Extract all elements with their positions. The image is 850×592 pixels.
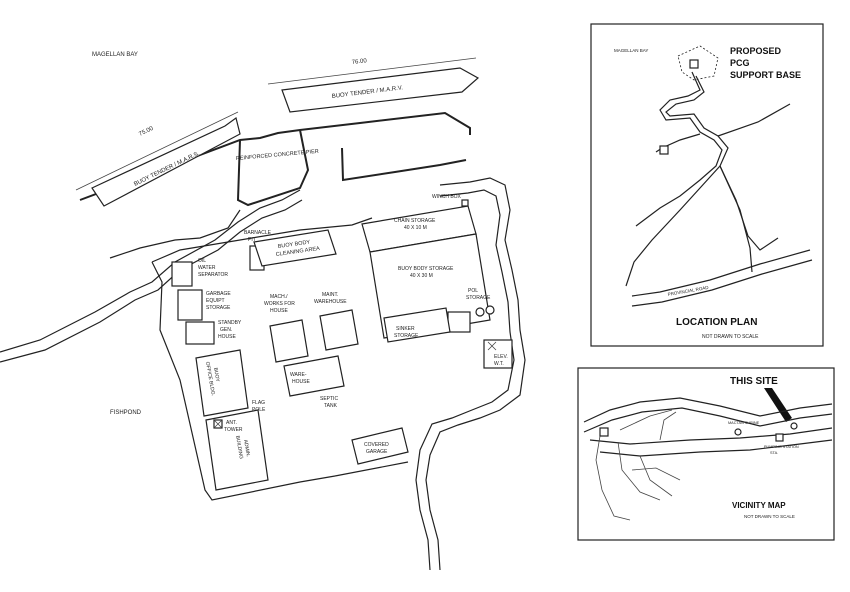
vicinity-map-inset: THIS SITE MACTAN SHRINE PUMPING STATION … bbox=[577, 367, 835, 541]
mach-label-3: HOUSE bbox=[270, 308, 288, 314]
maint-label-2: WAREHOUSE bbox=[314, 299, 347, 305]
this-site-label: THIS SITE bbox=[730, 376, 778, 387]
dimension-pier-left: 75.00 bbox=[138, 126, 155, 138]
location-plan-caption: LOCATION PLAN bbox=[676, 317, 757, 328]
warehouse-label-2: HOUSE bbox=[292, 379, 310, 385]
warehouse bbox=[283, 355, 345, 397]
location-plan-frame bbox=[590, 23, 824, 347]
oil-label-3: SEPARATOR bbox=[198, 272, 228, 278]
vicinity-landmark-2: PUMPING STATION bbox=[764, 445, 799, 449]
chain-label-2: 40 X 10 M bbox=[404, 225, 427, 231]
chain-label-1: CHAIN STORAGE bbox=[394, 218, 436, 224]
elev-label-1: ELEV. bbox=[494, 354, 508, 360]
standby-label-2: GEN. bbox=[220, 327, 232, 333]
flag-label-1: FLAG bbox=[252, 400, 265, 406]
septic-label-2: TANK bbox=[324, 403, 338, 409]
fishpond-label: FISHPOND bbox=[110, 410, 142, 416]
maint-warehouse bbox=[319, 309, 359, 351]
garbage-label-3: STORAGE bbox=[206, 305, 231, 311]
machine-works-house bbox=[269, 319, 309, 363]
location-scale-note: NOT DRAWN TO SCALE bbox=[702, 334, 759, 340]
barnacle-pit-label-1: BARNACLE bbox=[244, 230, 272, 236]
pol-storage bbox=[447, 311, 471, 333]
garbage-label-2: EQUIPT bbox=[206, 298, 225, 304]
barnacle-pit-label-2: PIT bbox=[248, 237, 256, 243]
elev-label-2: W.T. bbox=[494, 361, 504, 367]
garbage-storage bbox=[177, 289, 203, 321]
buoy-storage-label-1: BUOY BODY STORAGE bbox=[398, 266, 454, 272]
sinker-storage bbox=[383, 307, 451, 343]
sinker-label-1: SINKER bbox=[396, 326, 415, 332]
buoy-office-bldg bbox=[195, 349, 249, 417]
dimension-pier-top: 76.00 bbox=[352, 58, 368, 66]
elev-water-tank bbox=[483, 339, 513, 369]
buoy-cleaning-area bbox=[253, 229, 337, 267]
office-label-2: OFFICE BLDG. bbox=[204, 361, 216, 396]
flag-label-2: POLE bbox=[252, 407, 266, 413]
standby-gen-house bbox=[185, 321, 215, 345]
main-site-plan: BUOY TENDER / M.A.R.V. 76.00 BUOY TENDER… bbox=[0, 52, 526, 571]
warehouse-label-1: WARE- bbox=[290, 372, 307, 378]
location-plan-inset: PROPOSED PCG SUPPORT BASE MAGELLAN BAY P… bbox=[590, 23, 824, 347]
this-site-arrow bbox=[764, 388, 792, 422]
ant-label-1: ANT. bbox=[226, 420, 237, 426]
septic-label-1: SEPTIC bbox=[320, 396, 338, 402]
location-title-3: SUPPORT BASE bbox=[730, 70, 801, 80]
location-bay-label: MAGELLAN BAY bbox=[614, 48, 648, 53]
garage-label-1: COVERED bbox=[364, 442, 389, 448]
ant-label-2: TOWER bbox=[224, 427, 243, 433]
standby-label-1: STANDBY bbox=[218, 320, 242, 326]
maint-label-1: MAINT. bbox=[322, 292, 338, 298]
standby-label-3: HOUSE bbox=[218, 334, 236, 340]
mach-label-1: MACH./ bbox=[270, 294, 288, 300]
bay-label: MAGELLAN BAY bbox=[92, 52, 138, 58]
oil-water-separator bbox=[171, 261, 193, 287]
oil-label-2: WATER bbox=[198, 265, 216, 271]
mach-label-2: WORKS FOR bbox=[264, 301, 295, 307]
vicinity-map-caption: VICINITY MAP bbox=[732, 501, 786, 510]
vicinity-landmark-1: MACTAN SHRINE bbox=[728, 421, 760, 425]
buoy-cleaning-label-1: BUOY BODY bbox=[277, 239, 310, 250]
vicinity-scale-note: NOT DRAWN TO SCALE bbox=[744, 514, 795, 519]
vicinity-landmark-3: STA. bbox=[770, 451, 778, 455]
covered-garage bbox=[351, 427, 409, 465]
admin-label-1: ADMIN. bbox=[242, 439, 251, 457]
admin-label-2: BUILDING bbox=[234, 435, 244, 459]
admin-building bbox=[205, 409, 269, 491]
oil-label-1: OIL bbox=[198, 258, 206, 264]
garage-label-2: GARAGE bbox=[366, 449, 388, 455]
pol-label-2: STORAGE bbox=[466, 295, 491, 301]
office-label-1: BUOY bbox=[212, 367, 220, 383]
location-title-1: PROPOSED bbox=[730, 46, 782, 56]
sinker-label-2: STORAGE bbox=[394, 333, 419, 339]
pol-label-1: POL bbox=[468, 288, 478, 294]
buoy-storage-label-2: 40 X 30 M bbox=[410, 273, 433, 279]
garbage-label-1: GARBAGE bbox=[206, 291, 231, 297]
winch-label: WINCH BOX bbox=[432, 194, 462, 200]
location-title-2: PCG bbox=[730, 58, 750, 68]
